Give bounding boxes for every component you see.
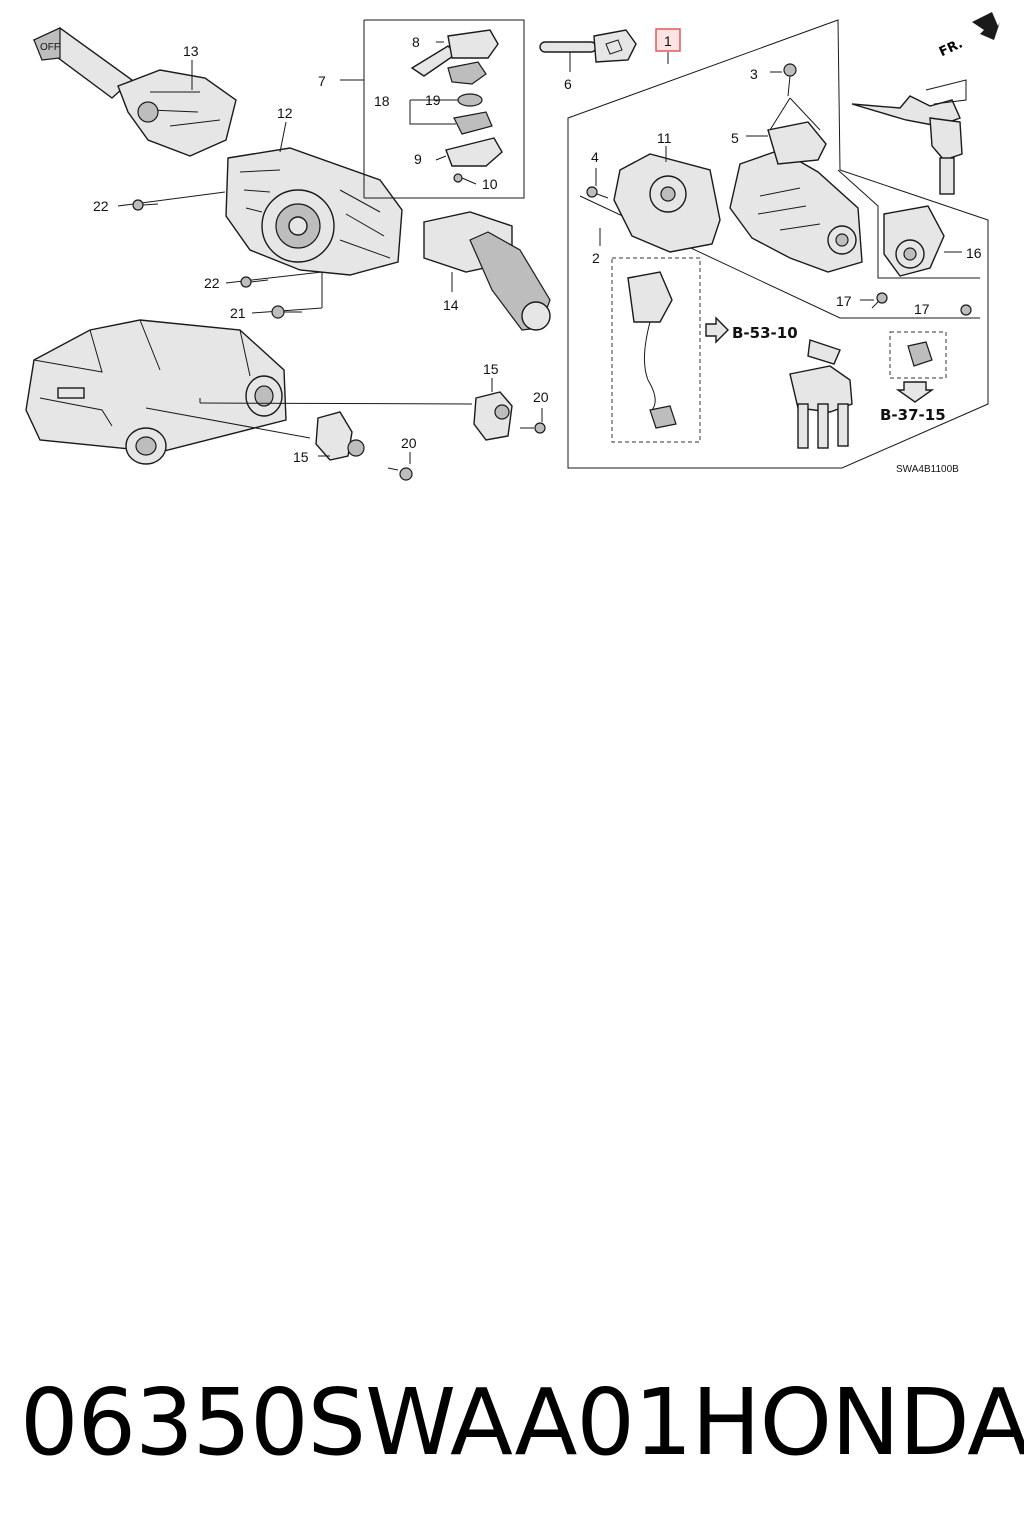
callout-4: 4 — [591, 149, 599, 165]
callout-5: 5 — [731, 130, 739, 146]
screw-4 — [586, 168, 609, 199]
screws-17 — [860, 292, 972, 316]
callout-8: 8 — [412, 34, 420, 50]
callout-2: 2 — [592, 250, 600, 266]
key-set-upper — [851, 79, 967, 195]
vehicle-illustration — [25, 319, 287, 465]
callout-16: 16 — [966, 245, 982, 261]
diagram-code: SWA4B1100B — [896, 464, 959, 475]
callout-11: 11 — [657, 130, 672, 146]
shear-bolt — [769, 63, 821, 131]
callout-22-lower: 22 — [204, 275, 220, 291]
front-direction-arrow: FR. — [937, 12, 1000, 60]
immobilizer-harness — [611, 257, 701, 443]
part-number: 06350SWAA01 — [20, 1368, 692, 1476]
callout-19: 19 — [425, 92, 441, 108]
callout-15-right: 15 — [483, 361, 499, 377]
combination-switch-body — [225, 147, 403, 276]
callout-17-right: 17 — [914, 301, 930, 317]
callout-6: 6 — [564, 76, 572, 92]
callout-21: 21 — [230, 305, 246, 321]
callout-18: 18 — [374, 93, 390, 109]
steering-lock-body — [729, 121, 863, 273]
callout-1-highlight — [655, 28, 681, 52]
brand-name: HONDA — [691, 1368, 1024, 1476]
key-fob-group — [340, 19, 525, 199]
switch-text: OFF — [40, 42, 60, 53]
callout-10: 10 — [482, 176, 498, 192]
screws-left — [117, 191, 323, 319]
blank-key — [539, 29, 637, 72]
lock-cylinder-housing — [613, 153, 721, 253]
key-cylinder-16 — [883, 205, 945, 277]
key-set-lower — [789, 339, 853, 449]
callout-17-left: 17 — [836, 293, 852, 309]
ref-b5310: B-53-10 — [732, 324, 798, 342]
caption: 06350SWAA01 HONDA — [20, 1362, 1024, 1482]
callout-1: 1 — [664, 33, 672, 49]
callout-15-left: 15 — [293, 449, 309, 465]
ref-b3715: B-37-15 — [880, 406, 946, 424]
wiper-switch — [423, 211, 551, 331]
callout-22-upper: 22 — [93, 198, 109, 214]
callout-20-right: 20 — [533, 389, 549, 405]
callout-3: 3 — [750, 66, 758, 82]
fr-label: FR. — [937, 36, 965, 60]
callout-14: 14 — [443, 297, 459, 313]
callout-9: 9 — [414, 151, 422, 167]
callout-7: 7 — [318, 73, 326, 89]
callout-13: 13 — [183, 43, 199, 59]
light-switch-lever: OFF — [32, 27, 237, 157]
door-lock-actuator — [473, 391, 546, 441]
ref-box-b3715: B-37-15 — [880, 331, 947, 424]
callout-20-left: 20 — [401, 435, 417, 451]
door-switch — [315, 411, 413, 481]
callout-12: 12 — [277, 105, 293, 121]
parts-diagram: OFF 13 12 22 22 21 14 — [25, 12, 1000, 481]
ref-arrow-b5310: B-53-10 — [705, 316, 798, 344]
